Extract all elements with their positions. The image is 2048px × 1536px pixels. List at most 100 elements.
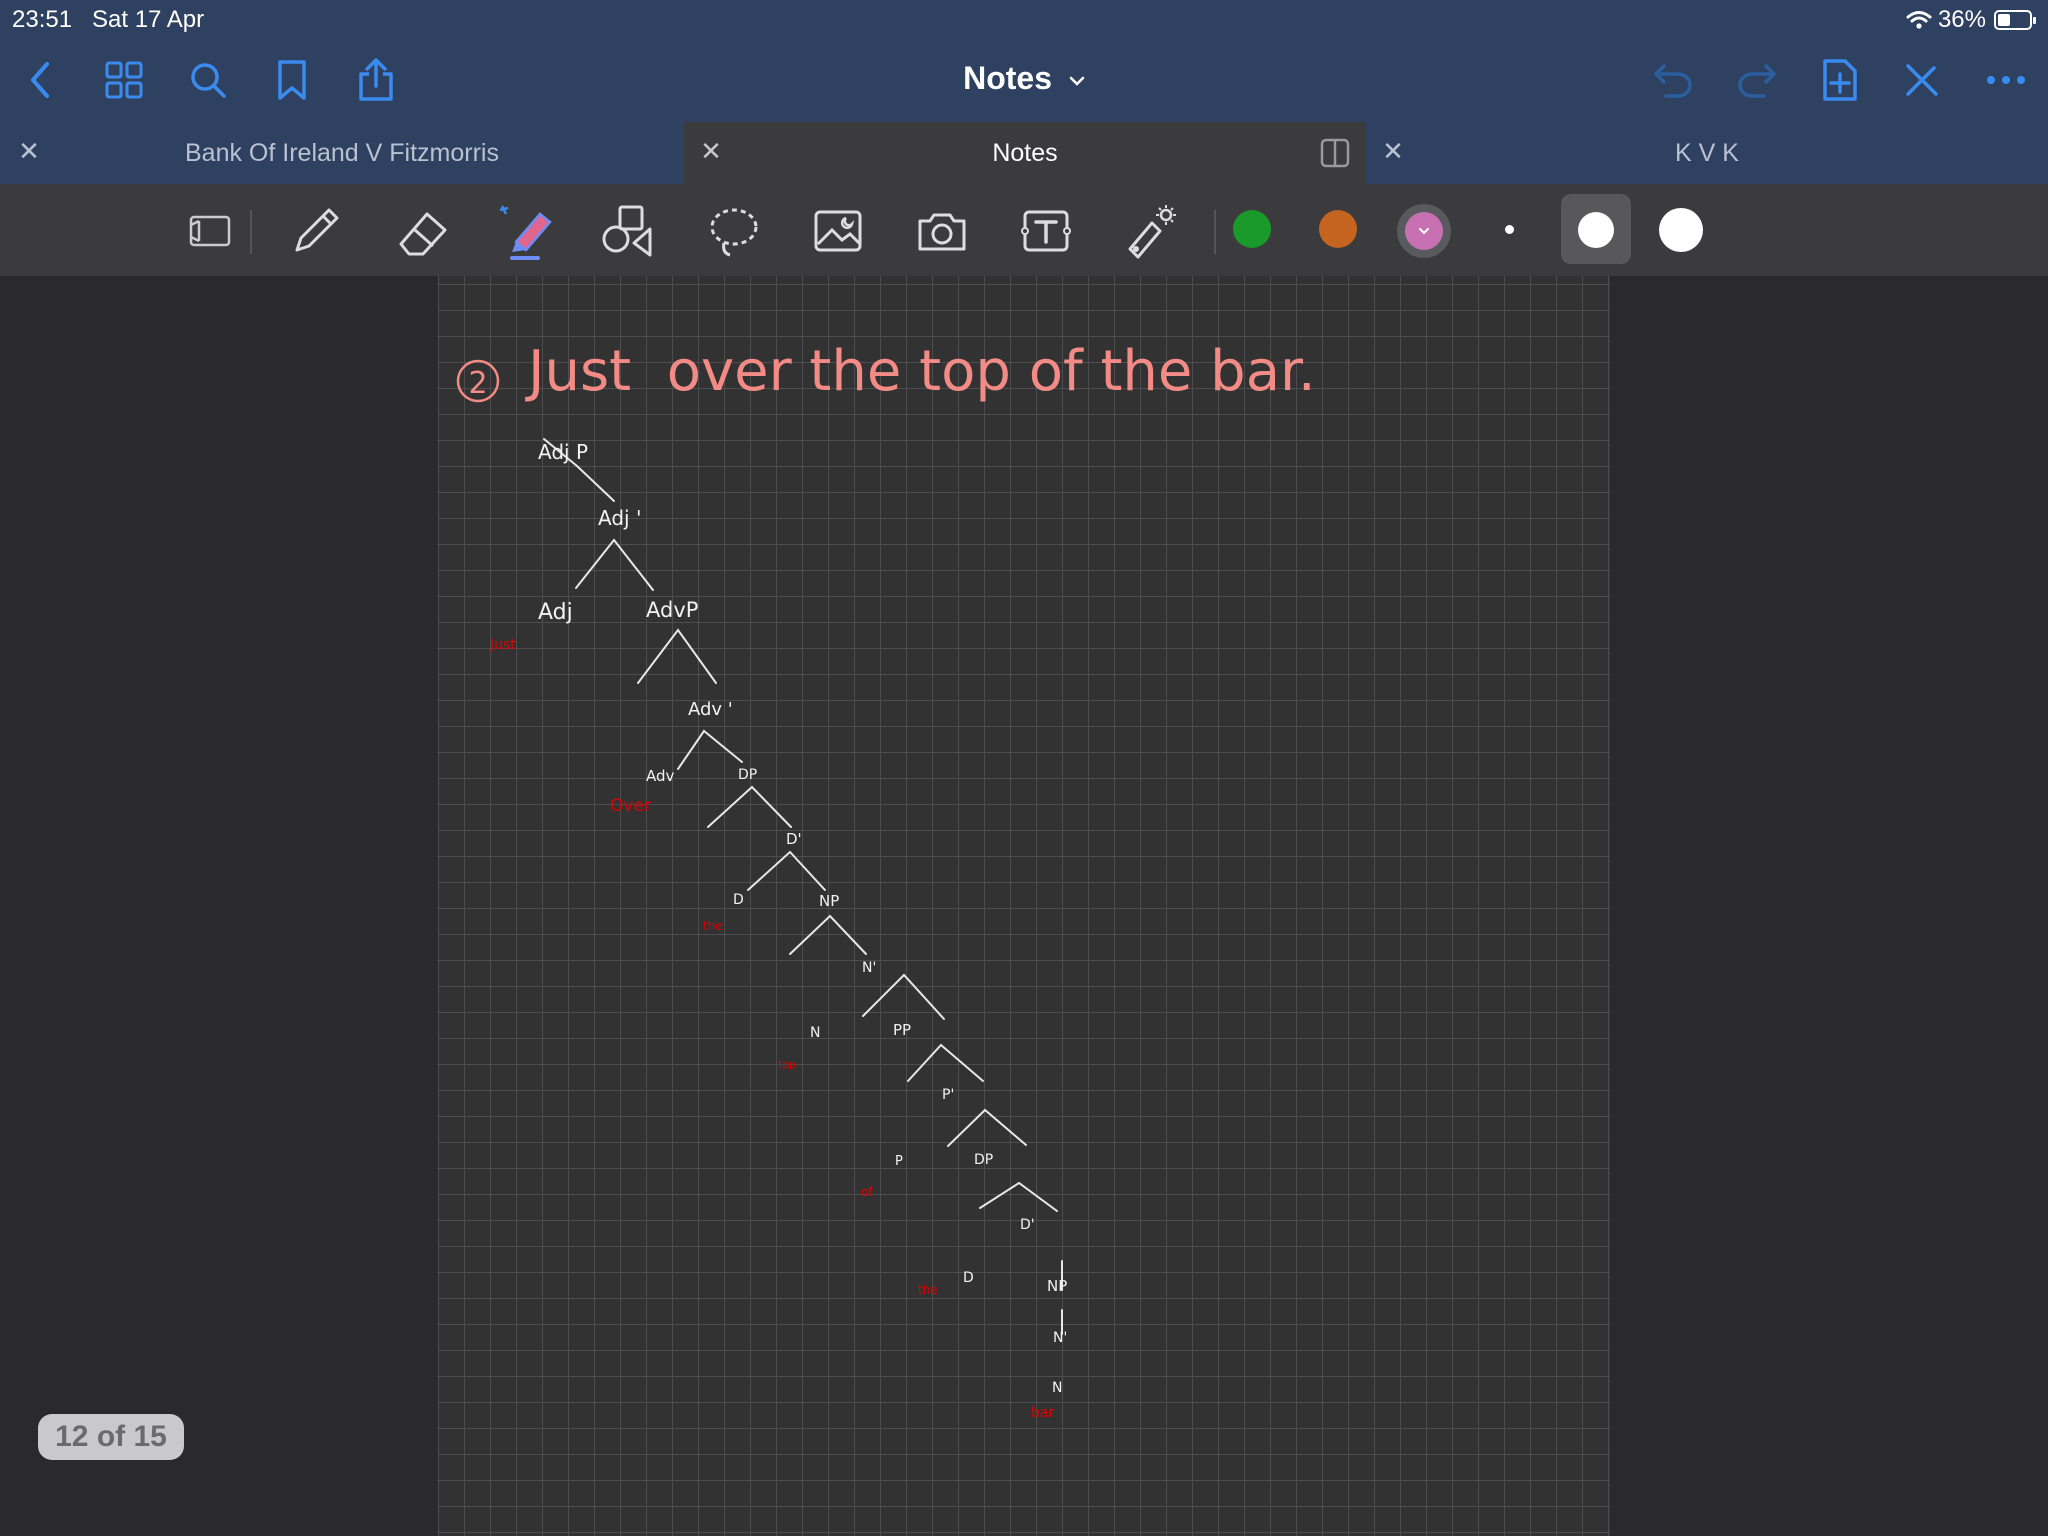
camera-tool[interactable]: [910, 200, 974, 262]
status-right: 36%: [1906, 6, 2036, 34]
tab-kvk[interactable]: ✕ K V K: [1366, 122, 2048, 184]
stroke-size-large[interactable]: [1659, 208, 1703, 252]
color-swatch-orange[interactable]: [1319, 210, 1357, 248]
handwriting-layer: 2 Just over the top of the bar. Adj P Ad…: [456, 339, 1316, 1421]
note-page[interactable]: 2 Just over the top of the bar. Adj P Ad…: [438, 276, 1610, 1536]
share-button[interactable]: [348, 52, 404, 108]
add-page-icon: [1823, 59, 1857, 101]
tab-bank-of-ireland[interactable]: ✕ Bank Of Ireland V Fitzmorris: [0, 122, 684, 184]
image-tool[interactable]: [806, 200, 870, 262]
close-icon[interactable]: ✕: [18, 136, 40, 166]
laser-pointer-icon: [1128, 205, 1176, 259]
close-icon[interactable]: ✕: [1382, 136, 1404, 166]
heading-number: 2: [468, 366, 487, 401]
node-adv: Adv: [646, 767, 675, 785]
chevron-down-icon: [1419, 228, 1429, 235]
heading-number-circle: [456, 359, 500, 403]
redo-button[interactable]: [1728, 52, 1784, 108]
stroke-size-medium[interactable]: [1578, 212, 1614, 248]
word-of: of: [861, 1185, 873, 1199]
grid-icon: [105, 61, 143, 99]
node-np-2: NP: [1047, 1277, 1067, 1295]
redo-icon: [1738, 64, 1776, 98]
status-date: Sat 17 Apr: [92, 6, 205, 33]
node-p-bar: P': [942, 1087, 954, 1103]
lasso-tool[interactable]: [702, 200, 766, 262]
node-adj: Adj: [538, 600, 573, 625]
word-over: Over: [610, 796, 651, 816]
tab-bar: ✕ Bank Of Ireland V Fitzmorris ✕ Notes ✕…: [0, 122, 2048, 184]
node-pp: PP: [893, 1021, 911, 1039]
node-adj-bar: Adj ': [598, 506, 641, 530]
share-icon: [359, 58, 393, 101]
node-d-1: D: [733, 892, 744, 908]
node-p: P: [895, 1154, 903, 1169]
tab-label: Bank Of Ireland V Fitzmorris: [185, 139, 499, 167]
node-adjp: Adj P: [538, 440, 588, 464]
node-d-bar-2: D': [1020, 1217, 1035, 1233]
word-the-1: the: [703, 919, 723, 933]
highlighter-icon: [499, 205, 552, 260]
node-adv-bar: Adv ': [688, 699, 733, 720]
page-indicator[interactable]: 12 of 15: [38, 1414, 184, 1460]
close-icon[interactable]: ✕: [700, 136, 722, 166]
color-swatch-pink[interactable]: [1405, 212, 1443, 250]
pencil-slash-icon: [1906, 64, 1938, 96]
word-the-2: the: [918, 1283, 938, 1297]
more-icon: [1987, 76, 2025, 84]
back-button[interactable]: [12, 52, 68, 108]
pen-icon: [295, 208, 339, 252]
image-icon: [814, 210, 862, 252]
node-d-2: D: [963, 1270, 974, 1286]
undo-button[interactable]: [1646, 52, 1702, 108]
tab-label: Notes: [992, 139, 1058, 167]
pen-tool[interactable]: [284, 200, 348, 262]
node-n-bar-2: N': [1053, 1330, 1067, 1346]
node-dp-1: DP: [738, 767, 757, 783]
grid-view-button[interactable]: [96, 52, 152, 108]
word-top: top: [778, 1058, 796, 1071]
pencil-off-button[interactable]: [1894, 52, 1950, 108]
shapes-icon: [602, 205, 652, 257]
word-bar: bar: [1031, 1405, 1054, 1421]
stroke-size-small[interactable]: [1505, 225, 1514, 234]
node-np-1: NP: [819, 892, 839, 910]
highlighter-tool[interactable]: [494, 200, 558, 262]
search-icon: [191, 63, 226, 98]
toolbar-separator: [250, 210, 252, 254]
nav-bar: Notes: [0, 38, 2048, 122]
tab-notes[interactable]: ✕ Notes: [684, 122, 1366, 184]
node-d-bar-1: D': [786, 830, 802, 848]
color-swatch-green[interactable]: [1233, 210, 1271, 248]
chevron-down-icon[interactable]: [1069, 75, 1085, 87]
text-box-icon: [1021, 210, 1071, 252]
status-time: 23:51: [12, 6, 73, 33]
node-advp: AdvP: [646, 598, 698, 622]
eraser-tool[interactable]: [390, 200, 454, 262]
eraser-icon: [399, 212, 447, 256]
laser-pointer-tool[interactable]: [1118, 200, 1182, 262]
node-n-bar-1: N': [862, 960, 876, 976]
search-button[interactable]: [180, 52, 236, 108]
wifi-icon: [1906, 11, 1932, 29]
word-just: Just: [489, 637, 516, 653]
more-button[interactable]: [1978, 52, 2034, 108]
split-view-icon[interactable]: [1320, 138, 1350, 168]
tree-words: Just Over the top of the bar: [489, 637, 1054, 1421]
tree-branches: [543, 438, 1063, 1335]
add-page-button[interactable]: [1812, 52, 1868, 108]
battery-icon: [1994, 10, 2036, 30]
tree-labels: Adj P Adj ' Adj AdvP Adv ' Adv DP D' D N…: [538, 440, 1067, 1396]
lasso-icon: [710, 208, 758, 257]
chevron-left-icon: [31, 62, 49, 98]
page-view-icon: [189, 215, 231, 247]
node-dp-2: DP: [974, 1152, 993, 1168]
text-tool[interactable]: [1014, 200, 1078, 262]
shapes-tool[interactable]: [596, 200, 660, 262]
battery-percent: 36%: [1937, 6, 1986, 33]
document-title-label[interactable]: Notes: [963, 60, 1052, 96]
camera-icon: [918, 213, 966, 251]
page-view-tool[interactable]: [178, 200, 242, 262]
node-n-2: N: [1052, 1380, 1062, 1396]
bookmark-button[interactable]: [264, 52, 320, 108]
